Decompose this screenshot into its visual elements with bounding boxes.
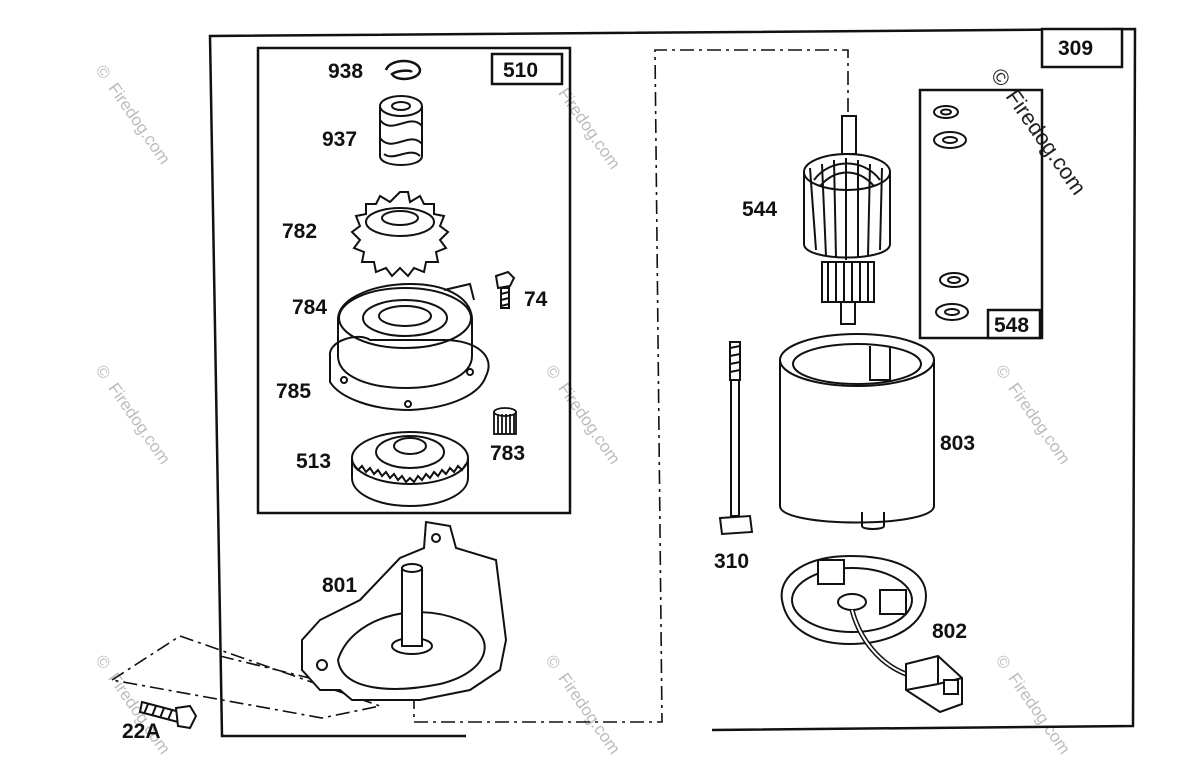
screw-icon [494,270,516,309]
part-label-513: 513 [296,450,331,473]
watermark-text: © [992,651,1015,673]
part-label-801: 801 [322,574,357,597]
part-label-938: 938 [328,60,363,83]
part-label-782: 782 [282,220,317,243]
retaining-ring-icon [384,59,422,81]
kit-frame-510 [256,46,572,515]
watermark-text: Firedog.com [554,379,624,467]
watermark-text: © [992,361,1015,383]
watermark-text: Firedog.com [104,79,174,167]
watermark-text: Firedog.com [1004,379,1074,467]
watermark-text: © [92,61,115,83]
drive-housing-icon [337,282,475,390]
outer-frame [208,27,1137,738]
bolt-icon [138,700,198,730]
part-label-544: 544 [742,198,777,221]
brush-plate-icon [780,554,963,714]
drive-gear-icon [350,191,450,278]
gasket-icon [329,335,490,412]
through-bolt-icon [718,341,754,536]
end-cap-icon [301,520,508,701]
watermark-text: © [92,651,115,673]
motor-frame-icon [779,333,935,530]
watermark-layer: © Firedog.com © Firedog.com © Firedog.co… [92,61,1092,757]
part-label-310: 310 [714,550,749,573]
part-label-784: 784 [292,296,327,319]
clutch-gear-icon [351,431,469,508]
part-label-785: 785 [276,380,311,403]
kit-frame-548 [918,88,1044,340]
armature-icon [803,115,891,325]
watermark-text: Firedog.com [104,379,174,467]
watermark-text: © [542,651,565,673]
watermark-text: © [92,361,115,383]
watermark-text: Firedog.com [554,669,624,757]
pinion-gear-icon [493,407,517,435]
part-label-937: 937 [322,128,357,151]
helix-drive-icon [379,95,423,166]
watermark-text: © [542,361,565,383]
part-label-802: 802 [932,620,967,643]
watermark-text: Firedog.com [1004,669,1074,757]
part-label-783: 783 [490,442,525,465]
part-label-803: 803 [940,432,975,455]
part-label-22a: 22A [122,720,161,743]
frame-label-510: 510 [503,59,538,82]
watermark-text: Firedog.com [554,84,624,172]
watermark-text: © [986,64,1016,92]
washer-kit-icon [933,105,969,321]
watermark-text: Firedog.com [1001,85,1092,200]
frame-label-309: 309 [1058,37,1093,60]
frame-label-548: 548 [994,314,1029,337]
part-label-74: 74 [524,288,548,311]
